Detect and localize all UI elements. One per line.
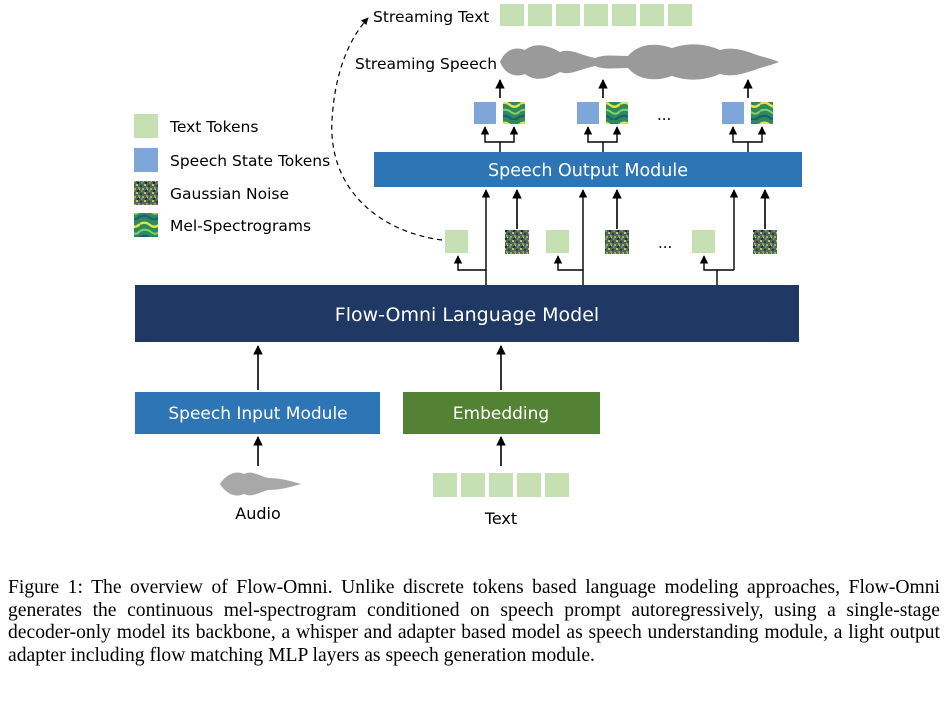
text-token	[612, 4, 636, 26]
streaming-text-label: Streaming Text	[373, 8, 489, 26]
legend-mel-spectrograms-label: Mel-Spectrograms	[170, 217, 311, 235]
figure-caption: Figure 1: The overview of Flow-Omni. Unl…	[8, 577, 940, 666]
text-token	[489, 473, 513, 497]
audio-label: Audio	[235, 504, 280, 523]
dashed-streaming-text-arrow	[331, 17, 443, 241]
legend-text-tokens-label: Text Tokens	[169, 118, 258, 136]
legend-text-token-swatch	[134, 114, 158, 138]
text-token	[545, 473, 569, 497]
mel-spectrogram-token	[503, 102, 525, 124]
output-token-group	[577, 102, 628, 124]
input-text-tokens	[433, 473, 569, 497]
input-module-arrows	[253, 436, 506, 466]
speech-output-module-box	[374, 152, 802, 187]
output-token-group	[722, 102, 773, 124]
legend: Text Tokens Speech State Tokens Gaussian…	[134, 114, 330, 237]
speech-state-token	[577, 102, 599, 124]
speech-input-module-label: Speech Input Module	[168, 404, 347, 424]
lm-fork-arrows	[453, 189, 739, 285]
legend-gaussian-noise-label: Gaussian Noise	[170, 185, 289, 203]
legend-speech-state-label: Speech State Tokens	[170, 152, 330, 170]
streaming-speech-waveform	[500, 44, 779, 80]
text-token	[517, 473, 541, 497]
text-token	[546, 230, 569, 253]
flow-omni-diagram: Streaming Text Streaming Speech ...	[134, 4, 802, 528]
text-token	[528, 4, 552, 26]
text-token	[584, 4, 608, 26]
text-label: Text	[484, 509, 517, 528]
text-token	[556, 4, 580, 26]
speech-input-module-box	[135, 392, 380, 434]
legend-gaussian-noise-swatch	[134, 181, 158, 205]
text-token	[640, 4, 664, 26]
ellipsis-middle: ...	[658, 234, 672, 252]
speech-up-arrows	[495, 79, 753, 98]
language-model-box	[135, 285, 799, 342]
text-token	[445, 230, 468, 253]
text-token	[433, 473, 457, 497]
speech-output-module-label: Speech Output Module	[488, 161, 688, 181]
streaming-text-tokens	[500, 4, 692, 26]
streaming-speech-label: Streaming Speech	[355, 55, 497, 73]
language-model-label: Flow-Omni Language Model	[335, 304, 599, 326]
ellipsis-top: ...	[657, 106, 671, 124]
embedding-box	[403, 392, 600, 434]
speech-state-token	[722, 102, 744, 124]
legend-mel-spectrogram-swatch	[134, 213, 158, 237]
gaussian-noise-token	[505, 230, 529, 254]
text-token	[668, 4, 692, 26]
output-fork-arrows	[480, 126, 767, 152]
lm-input-arrows	[253, 345, 506, 390]
audio-waveform-icon	[220, 472, 301, 496]
mel-spectrogram-token	[751, 102, 773, 124]
mel-spectrogram-token	[606, 102, 628, 124]
noise-up-arrows	[512, 189, 770, 229]
gaussian-noise-token	[753, 230, 777, 254]
text-token	[692, 230, 715, 253]
legend-speech-state-swatch	[134, 148, 158, 172]
text-token	[500, 4, 524, 26]
speech-state-token	[474, 102, 496, 124]
text-token	[461, 473, 485, 497]
gaussian-noise-token	[605, 230, 629, 254]
middle-token-row	[445, 230, 777, 254]
output-token-group	[474, 102, 525, 124]
embedding-label: Embedding	[453, 404, 549, 424]
